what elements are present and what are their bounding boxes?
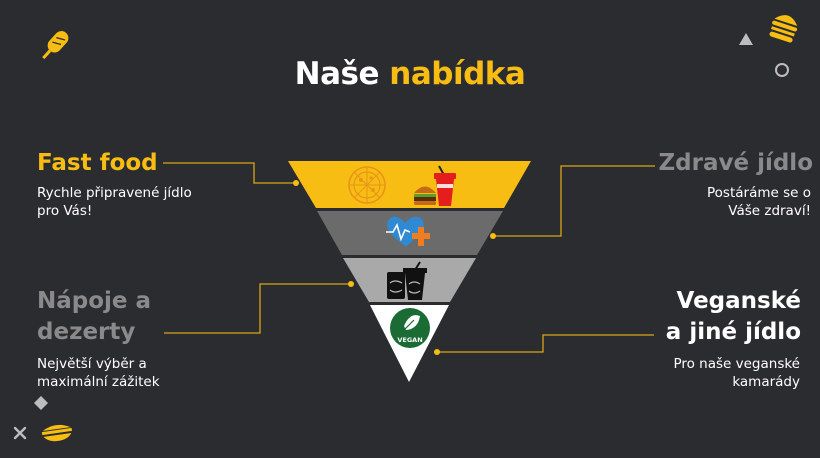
fast-food-desc-line-1: Rychle připravené jídlo <box>37 185 192 201</box>
burger-stack-icon <box>769 15 798 43</box>
title-part-2: nabídka <box>389 56 526 92</box>
triangle-icon <box>739 33 753 45</box>
connector-zdrave <box>493 165 655 237</box>
drink-cup-icon <box>434 165 456 206</box>
burger-icon <box>414 186 436 205</box>
cans-icon <box>387 261 427 300</box>
veganske-heading-line-1: Veganské <box>676 288 801 314</box>
zdrave-desc-line-1: Postáráme se o <box>707 185 811 201</box>
connector-dot-zdrave <box>490 233 496 239</box>
ice-cream-icon <box>42 31 69 60</box>
fast-food-heading: Fast food <box>37 150 158 176</box>
napoje-heading: Nápoje a dezerty <box>37 286 151 348</box>
veganske-heading-line-2: a jiné jídlo <box>665 319 801 345</box>
connector-dot-fast-food <box>293 180 299 186</box>
zdrave-desc-line-2: Váše zdraví! <box>728 203 811 219</box>
connector-napoje <box>164 283 350 334</box>
title-part-1: Naše <box>294 56 380 92</box>
pyramid-level-1 <box>288 161 531 208</box>
fast-food-description: Rychle připravené jídlo pro Vás! <box>37 184 192 220</box>
connector-dot-veganske <box>434 349 440 355</box>
circle-icon <box>775 63 789 77</box>
sandwich-icon <box>41 424 72 442</box>
napoje-desc-line-1: Největší výběr a <box>37 356 147 372</box>
page-title: Naše nabídka <box>0 56 820 92</box>
zdrave-description: Postáráme se o Váše zdraví! <box>707 184 811 220</box>
napoje-heading-line-2: dezerty <box>37 319 136 345</box>
vegan-badge-icon: VEGAN <box>390 308 430 348</box>
diamond-icon <box>34 396 48 410</box>
connector-dot-napoje <box>348 281 354 287</box>
fast-food-desc-line-2: pro Vás! <box>37 203 93 219</box>
zdrave-heading: Zdravé jídlo <box>658 150 813 176</box>
connector-fast-food <box>163 162 296 184</box>
pizza-icon <box>348 166 386 204</box>
vegan-badge-text: VEGAN <box>397 336 422 344</box>
veganske-heading: Veganské a jiné jídlo <box>666 286 801 348</box>
napoje-heading-line-1: Nápoje a <box>37 288 152 314</box>
veganske-desc-line-1: Pro naše veganské <box>673 356 800 372</box>
veganske-desc-line-2: kamarády <box>732 374 800 390</box>
heart-plus-icon <box>386 216 430 247</box>
connector-lines <box>163 162 655 353</box>
veganske-description: Pro naše veganské kamarády <box>673 355 800 391</box>
napoje-description: Největší výběr a maximální zážitek <box>37 355 160 391</box>
cross-icon <box>13 426 27 440</box>
napoje-desc-line-2: maximální zážitek <box>37 374 160 390</box>
connector-veganske <box>437 334 654 353</box>
